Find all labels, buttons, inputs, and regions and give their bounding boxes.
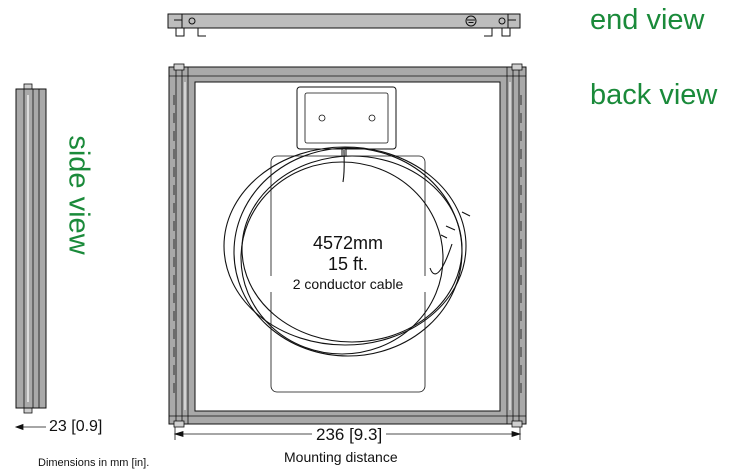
mounting-distance-caption: Mounting distance (284, 449, 398, 465)
units-note: Dimensions in mm [in]. (38, 457, 150, 469)
mounting-width-dimension: 236 [9.3] (312, 425, 387, 445)
screw-icon (188, 17, 196, 25)
side-view-drawing (15, 83, 47, 414)
junction-box (296, 86, 397, 156)
end-view-drawing (167, 13, 521, 37)
depth-dimension: 23 [0.9] (49, 418, 103, 435)
side-view-label-wrap: side view (58, 110, 98, 280)
back-view-drawing (168, 63, 527, 428)
ground-icon (465, 15, 477, 27)
screw-icon (498, 17, 506, 25)
back-view-label: back view (590, 79, 718, 111)
side-view-label: side view (62, 135, 95, 255)
cable-description: 2 conductor cable (268, 276, 428, 292)
cable-length-mm: 4572mm (312, 233, 384, 253)
cable-length-ft: 15 ft. (327, 254, 369, 274)
coiled-cable (223, 146, 471, 357)
end-view-label: end view (590, 4, 705, 36)
